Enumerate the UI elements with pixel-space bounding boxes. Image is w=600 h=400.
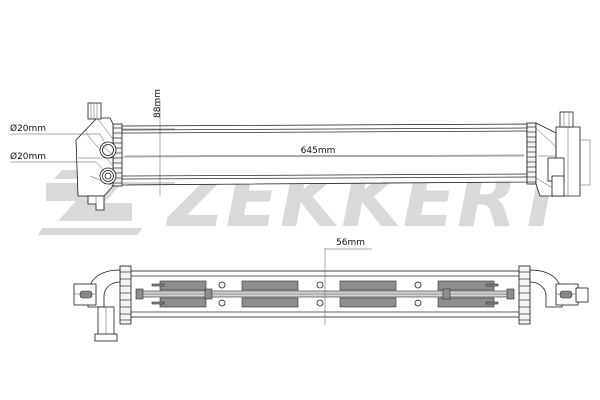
plan-connector-blocks	[135, 288, 515, 300]
plan-fastener-holes	[218, 281, 422, 307]
core-body	[120, 123, 528, 186]
dimension-label-depth-56: 56mm	[336, 238, 365, 248]
top-view-group: Ø20mm Ø20mm 88mm 645mm	[10, 89, 591, 211]
plan-right-end	[518, 265, 589, 325]
left-tank-assembly	[75, 102, 123, 211]
dimension-label-length-645: 645mm	[301, 146, 336, 156]
right-tank-assembly	[526, 111, 591, 197]
plan-left-fins	[120, 271, 131, 321]
dimension-label-dia-lower: Ø20mm	[10, 151, 46, 162]
plan-slots-lower	[159, 297, 495, 308]
plan-end-marks	[151, 283, 499, 305]
plan-left-end	[73, 265, 132, 342]
dimension-label-dia-upper: Ø20mm	[10, 123, 46, 134]
dimension-diameter-upper: Ø20mm	[10, 123, 108, 148]
bottom-view-group: 56mm	[73, 238, 589, 342]
plan-right-fins	[519, 271, 530, 321]
right-header-fins	[527, 126, 536, 183]
dimension-length-645: 645mm	[121, 146, 525, 158]
dimension-depth-56: 56mm	[324, 238, 372, 325]
left-header-fins	[113, 127, 122, 184]
plan-slots-upper	[159, 280, 495, 291]
dimension-diameter-lower: Ø20mm	[10, 151, 106, 173]
dimension-label-height-88: 88mm	[153, 89, 163, 118]
dimension-height-88: 88mm	[121, 89, 175, 196]
